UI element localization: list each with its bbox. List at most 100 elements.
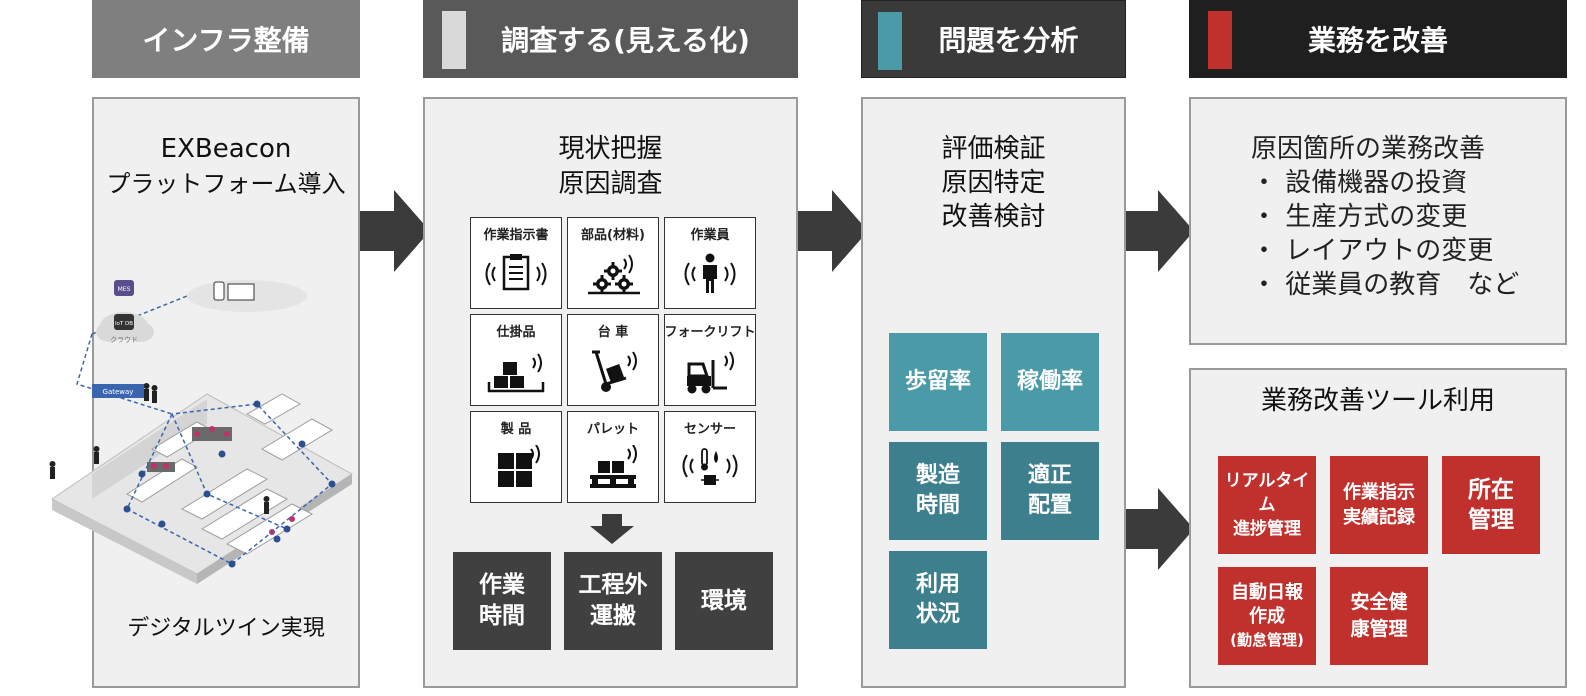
- factory-illustration: クラウド MES IoT DB Gateway: [49, 280, 353, 584]
- tile-product: 製 品: [470, 411, 562, 503]
- header-improve: 業務を改善: [1189, 0, 1567, 78]
- result-line1: 作業: [479, 572, 525, 598]
- infra-title-line1: EXBeacon: [160, 134, 292, 164]
- header-improve-marker: [1208, 11, 1232, 69]
- tile-label: 製 品: [500, 422, 532, 437]
- tool-line1: 安全健: [1350, 591, 1408, 613]
- tile-parts: 部品(材料): [567, 217, 659, 309]
- tool-line1: リアルタイム: [1224, 471, 1310, 515]
- tile-sensor: センサー: [664, 411, 756, 503]
- improve-item: ・ レイアウトの変更: [1251, 236, 1494, 266]
- illus-cloud-label: クラウド: [110, 336, 138, 344]
- header-infra-label: インフラ整備: [142, 24, 310, 57]
- clipboard-beacon-icon: [485, 254, 547, 291]
- arrow-right-4: [1124, 488, 1194, 570]
- hand-cart-icon: [592, 350, 637, 392]
- result-line2: 運搬: [590, 603, 636, 629]
- tile-label: 台 車: [597, 325, 629, 340]
- worker-beacon-icon: [684, 253, 736, 293]
- gears-beacon-icon: [588, 254, 640, 295]
- metric-usage: 利用状況: [889, 551, 987, 649]
- illus-gateway-label: Gateway: [103, 388, 134, 396]
- panel-improve: 原因箇所の業務改善 ・ 設備機器の投資 ・ 生産方式の変更 ・ レイアウトの変更…: [1189, 97, 1567, 345]
- improve-title: 原因箇所の業務改善: [1251, 134, 1486, 164]
- header-survey-label: 調査する(見える化): [501, 24, 750, 57]
- sensor-icon: [682, 448, 738, 485]
- product-grid-icon: [498, 445, 540, 487]
- metric-placement: 適正配置: [1001, 442, 1099, 540]
- tile-label: 作業員: [690, 228, 730, 243]
- tool-line2: 実績記録: [1343, 507, 1415, 528]
- infra-title-line2: プラットフォーム導入: [106, 170, 346, 198]
- header-analyze-label: 問題を分析: [938, 24, 1079, 57]
- metric-line1: 製造: [915, 463, 960, 488]
- result-line2: 時間: [479, 603, 525, 629]
- tool-line1: 自動日報: [1231, 582, 1303, 603]
- tool-line3: (勤怠管理): [1230, 631, 1304, 649]
- analyze-line1: 評価検証: [941, 134, 1046, 164]
- analyze-line3: 改善検討: [941, 202, 1046, 232]
- tools-title: 業務改善ツール利用: [1260, 386, 1495, 416]
- result-line1: 工程外: [578, 572, 648, 598]
- metric-line2: 時間: [915, 493, 960, 518]
- tool-line2: 康管理: [1350, 618, 1408, 640]
- improve-item: ・ 設備機器の投資: [1251, 168, 1468, 198]
- metric-line1: 歩留率: [904, 369, 971, 394]
- improve-item: ・ 生産方式の変更: [1251, 202, 1468, 232]
- illus-mes-label: MES: [118, 286, 131, 293]
- metric-line2: 配置: [1027, 493, 1072, 518]
- tile-label: センサー: [683, 422, 736, 437]
- tool-line2: 管理: [1468, 507, 1514, 533]
- illus-iotdb-label: IoT DB: [115, 321, 133, 327]
- arrow-right-1: [358, 190, 430, 272]
- pallet-icon: [590, 445, 637, 488]
- tool-line1: 作業指示: [1343, 482, 1415, 503]
- header-analyze-marker: [878, 12, 902, 70]
- tile-work-instruction: 作業指示書: [470, 217, 562, 309]
- survey-title-line1: 現状把握: [558, 134, 663, 164]
- analyze-line2: 原因特定: [941, 168, 1046, 198]
- panel-infra: EXBeacon プラットフォーム導入: [49, 97, 360, 688]
- result-environment: 環境: [675, 552, 773, 650]
- tile-wip: 仕掛品: [470, 314, 562, 406]
- result-transport: 工程外運搬: [564, 552, 662, 650]
- panel-tools: 業務改善ツール利用 リアルタイム進捗管理 作業指示実績記録 所在管理 自動日報作…: [1189, 368, 1567, 688]
- tile-forklift: フォークリフト: [664, 314, 756, 406]
- infra-footer: デジタルツイン実現: [127, 616, 325, 641]
- header-survey-marker: [442, 11, 466, 69]
- metric-line1: 適正: [1027, 463, 1072, 488]
- metric-line1: 稼働率: [1016, 369, 1083, 394]
- panel-analyze: 評価検証 原因特定 改善検討 歩留率 稼働率 製造時間 適正配置 利用状況: [861, 97, 1126, 688]
- tile-label: 作業指示書: [483, 228, 549, 243]
- tool-line2: 作成: [1249, 606, 1285, 627]
- tile-worker: 作業員: [664, 217, 756, 309]
- metric-manufacturing-time: 製造時間: [889, 442, 987, 540]
- tool-daily-report: 自動日報作成 (勤怠管理): [1218, 567, 1316, 665]
- result-work-time: 作業時間: [453, 552, 551, 650]
- improve-item: ・ 従業員の教育 など: [1251, 270, 1520, 300]
- header-survey: 調査する(見える化): [423, 0, 798, 78]
- forklift-icon: [687, 351, 734, 394]
- panel-survey: 現状把握 原因調査 作業指示書 部品(材料) 作業員 仕掛品: [423, 97, 798, 688]
- tool-line1: 所在: [1468, 477, 1514, 503]
- tile-label: フォークリフト: [664, 325, 756, 340]
- metric-utilization: 稼働率: [1001, 333, 1099, 431]
- wip-boxes-icon: [487, 353, 545, 393]
- tile-label: 仕掛品: [496, 325, 536, 340]
- tool-health-safety: 安全健康管理: [1330, 567, 1428, 665]
- survey-title-line2: 原因調査: [558, 169, 663, 199]
- metric-line2: 状況: [915, 602, 960, 627]
- tile-cart: 台 車: [567, 314, 659, 406]
- tool-realtime-progress: リアルタイム進捗管理: [1218, 456, 1316, 554]
- tile-label: 部品(材料): [581, 228, 645, 243]
- result-line1: 環境: [701, 587, 747, 614]
- arrow-down: [590, 514, 634, 544]
- tool-work-record: 作業指示実績記録: [1330, 456, 1428, 554]
- metric-line1: 利用: [915, 572, 960, 597]
- metric-yield: 歩留率: [889, 333, 987, 431]
- header-improve-label: 業務を改善: [1307, 24, 1448, 57]
- arrow-right-3: [1124, 190, 1194, 272]
- header-analyze: 問題を分析: [861, 0, 1126, 78]
- tile-pallet: パレット: [567, 411, 659, 503]
- tile-label: パレット: [586, 422, 639, 437]
